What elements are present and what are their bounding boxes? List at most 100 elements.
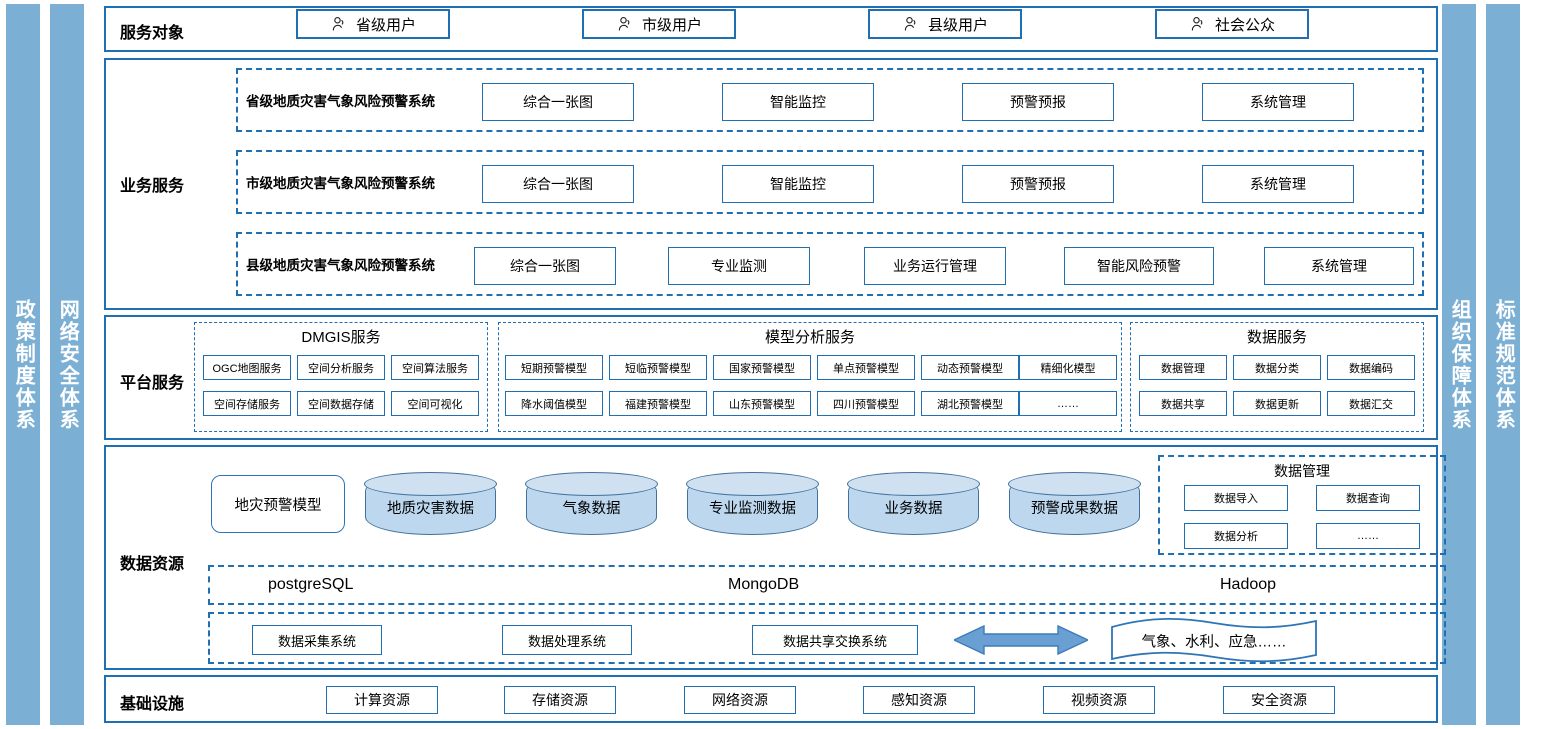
platform-cell[interactable]: 短临预警模型	[609, 355, 707, 380]
data-management-item[interactable]: ……	[1316, 523, 1420, 549]
platform-cell[interactable]: 空间可视化	[391, 391, 479, 416]
module-box[interactable]: 系统管理	[1202, 83, 1354, 121]
platform-cell[interactable]: 数据汇交	[1327, 391, 1415, 416]
data-system-sharing-exchange[interactable]: 数据共享交换系统	[752, 625, 918, 655]
platform-cell[interactable]: 降水阈值模型	[505, 391, 603, 416]
module-box[interactable]: 综合一张图	[482, 83, 634, 121]
data-management-title: 数据管理	[1274, 463, 1330, 479]
platform-cell[interactable]: ……	[1019, 391, 1117, 416]
platform-cell[interactable]: 单点预警模型	[817, 355, 915, 380]
cylinder-cap	[364, 472, 497, 497]
system-name-municipal: 市级地质灾害气象风险预警系统	[246, 176, 435, 191]
sidebar-organization-guarantee-system: 组织保障体系	[1442, 4, 1476, 725]
module-box[interactable]: 系统管理	[1264, 247, 1414, 285]
model-box-disaster-warning[interactable]: 地灾预警模型	[211, 475, 345, 533]
person-icon	[1191, 16, 1203, 31]
cylinder-cap	[686, 472, 819, 497]
user-chip-public[interactable]: 社会公众	[1155, 9, 1309, 39]
cylinder-warning-result-data[interactable]: 预警成果数据	[1008, 472, 1141, 535]
sidebar-network-security-label: 网络安全体系	[56, 298, 79, 431]
platform-cell[interactable]: 空间存储服务	[203, 391, 291, 416]
business-row-county: 县级地质灾害气象风险预警系统 综合一张图 专业监测 业务运行管理 智能风险预警 …	[236, 232, 1424, 296]
platform-cell[interactable]: 数据编码	[1327, 355, 1415, 380]
system-name-county: 县级地质灾害气象风险预警系统	[246, 258, 435, 273]
platform-group-model-analysis: 模型分析服务 短期预警模型 短临预警模型 国家预警模型 单点预警模型 动态预警模…	[498, 322, 1122, 432]
infra-box-security[interactable]: 安全资源	[1223, 686, 1335, 714]
cylinder-label: 专业监测数据	[709, 500, 796, 517]
band-label-infrastructure: 基础设施	[120, 696, 185, 713]
module-box[interactable]: 智能监控	[722, 83, 874, 121]
user-chip-label: 市级用户	[641, 16, 702, 34]
module-box[interactable]: 智能监控	[722, 165, 874, 203]
user-chip-municipal[interactable]: 市级用户	[582, 9, 736, 39]
database-name-postgresql: postgreSQL	[268, 576, 354, 593]
system-name-provincial: 省级地质灾害气象风险预警系统	[246, 94, 435, 109]
database-row: postgreSQL MongoDB Hadoop	[208, 565, 1446, 605]
external-departments-label: 气象、水利、应急……	[1141, 634, 1287, 651]
sidebar-policy-label: 政策制度体系	[12, 298, 35, 431]
cylinder-label: 预警成果数据	[1031, 500, 1118, 517]
person-icon	[618, 16, 630, 31]
cylinder-geohazard-data[interactable]: 地质灾害数据	[364, 472, 497, 535]
band-label-service-users: 服务对象	[120, 25, 185, 42]
platform-group-title: DMGIS服务	[301, 329, 381, 346]
sidebar-policy-system: 政策制度体系	[6, 4, 40, 725]
user-chip-county[interactable]: 县级用户	[868, 9, 1022, 39]
sidebar-standard-specification-system: 标准规范体系	[1486, 4, 1520, 725]
module-box[interactable]: 综合一张图	[482, 165, 634, 203]
platform-cell[interactable]: 山东预警模型	[713, 391, 811, 416]
platform-cell[interactable]: 动态预警模型	[921, 355, 1019, 380]
platform-group-title: 数据服务	[1246, 329, 1307, 346]
cylinder-label: 地质灾害数据	[387, 500, 474, 517]
platform-cell[interactable]: 数据管理	[1139, 355, 1227, 380]
module-box[interactable]: 综合一张图	[474, 247, 616, 285]
platform-cell[interactable]: 空间算法服务	[391, 355, 479, 380]
platform-cell[interactable]: 福建预警模型	[609, 391, 707, 416]
user-chip-provincial[interactable]: 省级用户	[296, 9, 450, 39]
cylinder-meteorological-data[interactable]: 气象数据	[525, 472, 658, 535]
user-chip-label: 社会公众	[1214, 16, 1275, 34]
infra-box-compute[interactable]: 计算资源	[326, 686, 438, 714]
band-label-platform-services: 平台服务	[120, 375, 185, 392]
module-box[interactable]: 预警预报	[962, 165, 1114, 203]
data-management-item[interactable]: 数据分析	[1184, 523, 1288, 549]
platform-cell[interactable]: 空间数据存储	[297, 391, 385, 416]
platform-cell[interactable]: OGC地图服务	[203, 355, 291, 380]
infra-box-video[interactable]: 视频资源	[1043, 686, 1155, 714]
module-box[interactable]: 业务运行管理	[864, 247, 1006, 285]
infra-box-sensing[interactable]: 感知资源	[863, 686, 975, 714]
platform-cell[interactable]: 短期预警模型	[505, 355, 603, 380]
data-management-item[interactable]: 数据导入	[1184, 485, 1288, 511]
band-label-data-resources: 数据资源	[120, 556, 185, 573]
person-icon	[904, 16, 916, 31]
cylinder-business-data[interactable]: 业务数据	[847, 472, 980, 535]
data-system-collection[interactable]: 数据采集系统	[252, 625, 382, 655]
data-management-item[interactable]: 数据查询	[1316, 485, 1420, 511]
platform-cell[interactable]: 数据更新	[1233, 391, 1321, 416]
platform-cell[interactable]: 空间分析服务	[297, 355, 385, 380]
data-system-processing[interactable]: 数据处理系统	[502, 625, 632, 655]
platform-cell[interactable]: 国家预警模型	[713, 355, 811, 380]
infra-box-storage[interactable]: 存储资源	[504, 686, 616, 714]
platform-cell[interactable]: 精细化模型	[1019, 355, 1117, 380]
infra-box-network[interactable]: 网络资源	[684, 686, 796, 714]
platform-cell[interactable]: 数据分类	[1233, 355, 1321, 380]
module-box[interactable]: 预警预报	[962, 83, 1114, 121]
platform-cell[interactable]: 四川预警模型	[817, 391, 915, 416]
cylinder-professional-monitoring-data[interactable]: 专业监测数据	[686, 472, 819, 535]
user-chip-label: 县级用户	[927, 16, 988, 34]
cylinder-label: 气象数据	[562, 500, 621, 517]
band-label-business-services: 业务服务	[120, 178, 185, 195]
platform-cell[interactable]: 数据共享	[1139, 391, 1227, 416]
cylinder-cap	[525, 472, 658, 497]
module-box[interactable]: 系统管理	[1202, 165, 1354, 203]
platform-group-title: 模型分析服务	[764, 329, 855, 346]
module-box[interactable]: 智能风险预警	[1064, 247, 1214, 285]
platform-cell[interactable]: 湖北预警模型	[921, 391, 1019, 416]
sidebar-network-security-system: 网络安全体系	[50, 4, 84, 725]
business-row-municipal: 市级地质灾害气象风险预警系统 综合一张图 智能监控 预警预报 系统管理	[236, 150, 1424, 214]
platform-group-dmgis: DMGIS服务 OGC地图服务 空间分析服务 空间算法服务 空间存储服务 空间数…	[194, 322, 488, 432]
double-arrow-icon	[954, 624, 1088, 656]
module-box[interactable]: 专业监测	[668, 247, 810, 285]
